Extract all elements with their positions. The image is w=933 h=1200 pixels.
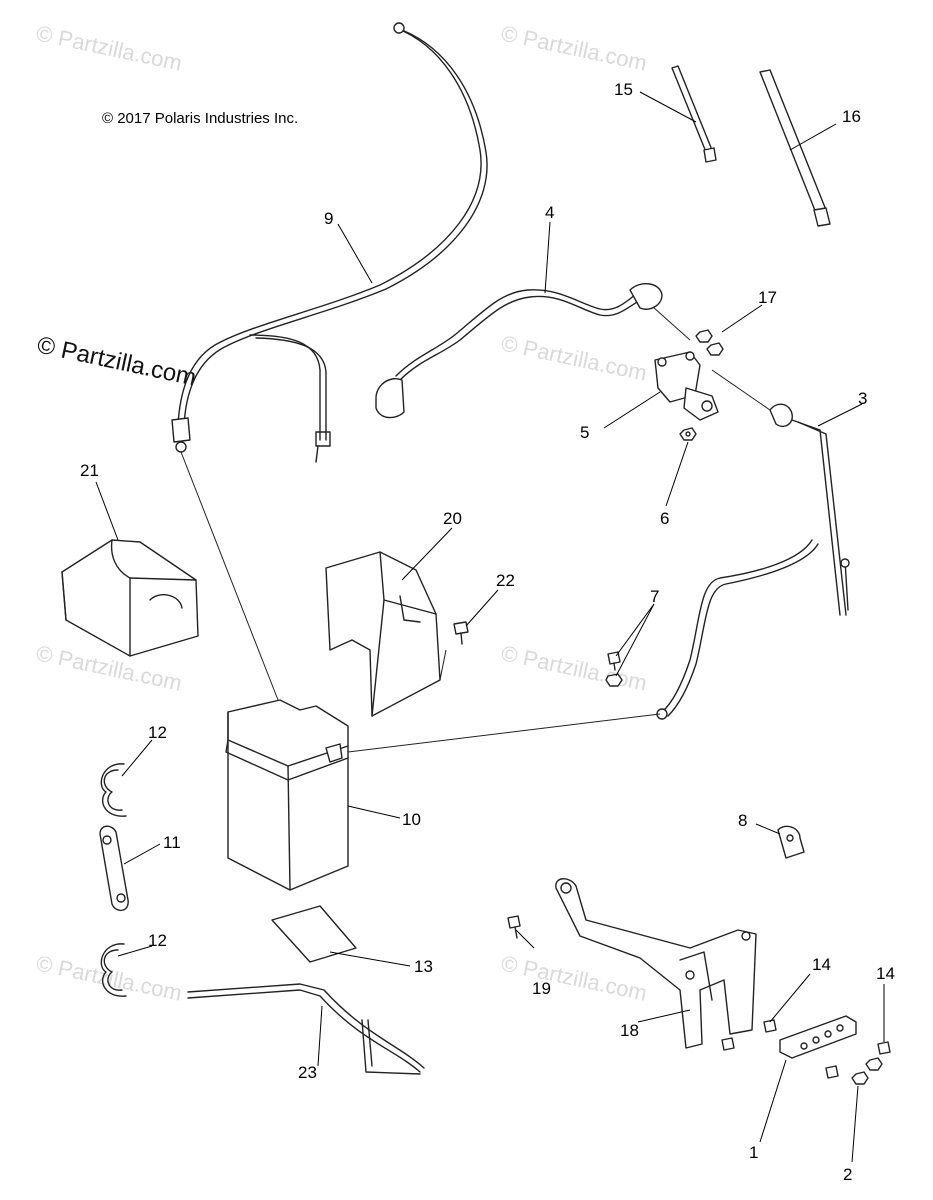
part-21-pad [61, 539, 199, 657]
callout-21: 21 [80, 461, 99, 480]
part-18-bracket [555, 878, 757, 1049]
part-13-pad [271, 905, 357, 963]
part-9-battery-cable [171, 22, 488, 463]
callout-19: 19 [532, 979, 551, 998]
callout-4: 4 [545, 203, 554, 222]
part-5-solenoid [652, 306, 771, 421]
callout-20: 20 [443, 509, 462, 528]
part-20-bracket [325, 551, 447, 717]
callout-3: 3 [858, 389, 867, 408]
part-14-screws [721, 1019, 891, 1079]
callout-labels: 15 16 9 4 17 3 5 21 6 20 22 7 12 10 8 11… [80, 80, 895, 1184]
callout-14-right: 14 [876, 964, 895, 983]
part-6-nut [679, 427, 697, 441]
callout-10: 10 [402, 810, 421, 829]
copyright-text: © 2017 Polaris Industries Inc. [102, 110, 298, 127]
part-16-cable-tie [759, 69, 831, 227]
watermark-text: © Partzilla.com [499, 330, 649, 385]
part-4-cable [375, 283, 663, 419]
callout-15: 15 [614, 80, 633, 99]
callout-18: 18 [620, 1021, 639, 1040]
callout-12-bottom: 12 [148, 931, 167, 950]
callout-6: 6 [660, 509, 669, 528]
part-15-cable-tie [671, 65, 717, 163]
callout-9: 9 [324, 209, 333, 228]
callout-7: 7 [650, 587, 659, 606]
callout-12-top: 12 [148, 723, 167, 742]
callout-17: 17 [758, 288, 777, 307]
part-23-rod [187, 983, 425, 1075]
leader-lines [95, 91, 885, 1163]
part-12-clip-top [100, 763, 127, 817]
part-10-battery [180, 451, 661, 891]
part-1-terminal-block [779, 1015, 857, 1059]
part-8-clip [777, 825, 805, 859]
watermark-text: © Partzilla.com [499, 640, 649, 695]
watermark-dark: © Partzilla.com [35, 331, 199, 391]
callout-2: 2 [843, 1165, 852, 1184]
callout-1: 1 [749, 1143, 758, 1162]
watermark-text: © Partzilla.com [34, 950, 184, 1005]
part-17-nuts [695, 329, 724, 356]
callout-16: 16 [842, 107, 861, 126]
part-22-bolt [453, 621, 469, 645]
callout-22: 22 [496, 571, 515, 590]
watermark-text: © Partzilla.com [34, 20, 184, 75]
part-11-strap [99, 825, 129, 911]
part-2-nuts [851, 1057, 883, 1085]
callout-13: 13 [414, 957, 433, 976]
callout-14-left: 14 [812, 955, 831, 974]
watermark-text: © Partzilla.com [499, 950, 649, 1005]
watermark-text: © Partzilla.com [499, 20, 649, 75]
callout-23: 23 [298, 1063, 317, 1082]
part-3-cable [656, 403, 850, 720]
callout-5: 5 [580, 423, 589, 442]
callout-8: 8 [738, 811, 747, 830]
watermark-text: © Partzilla.com [34, 640, 184, 695]
callout-11: 11 [163, 833, 181, 852]
part-12-clip-bottom [100, 943, 127, 997]
part-19-bolt [507, 915, 521, 939]
